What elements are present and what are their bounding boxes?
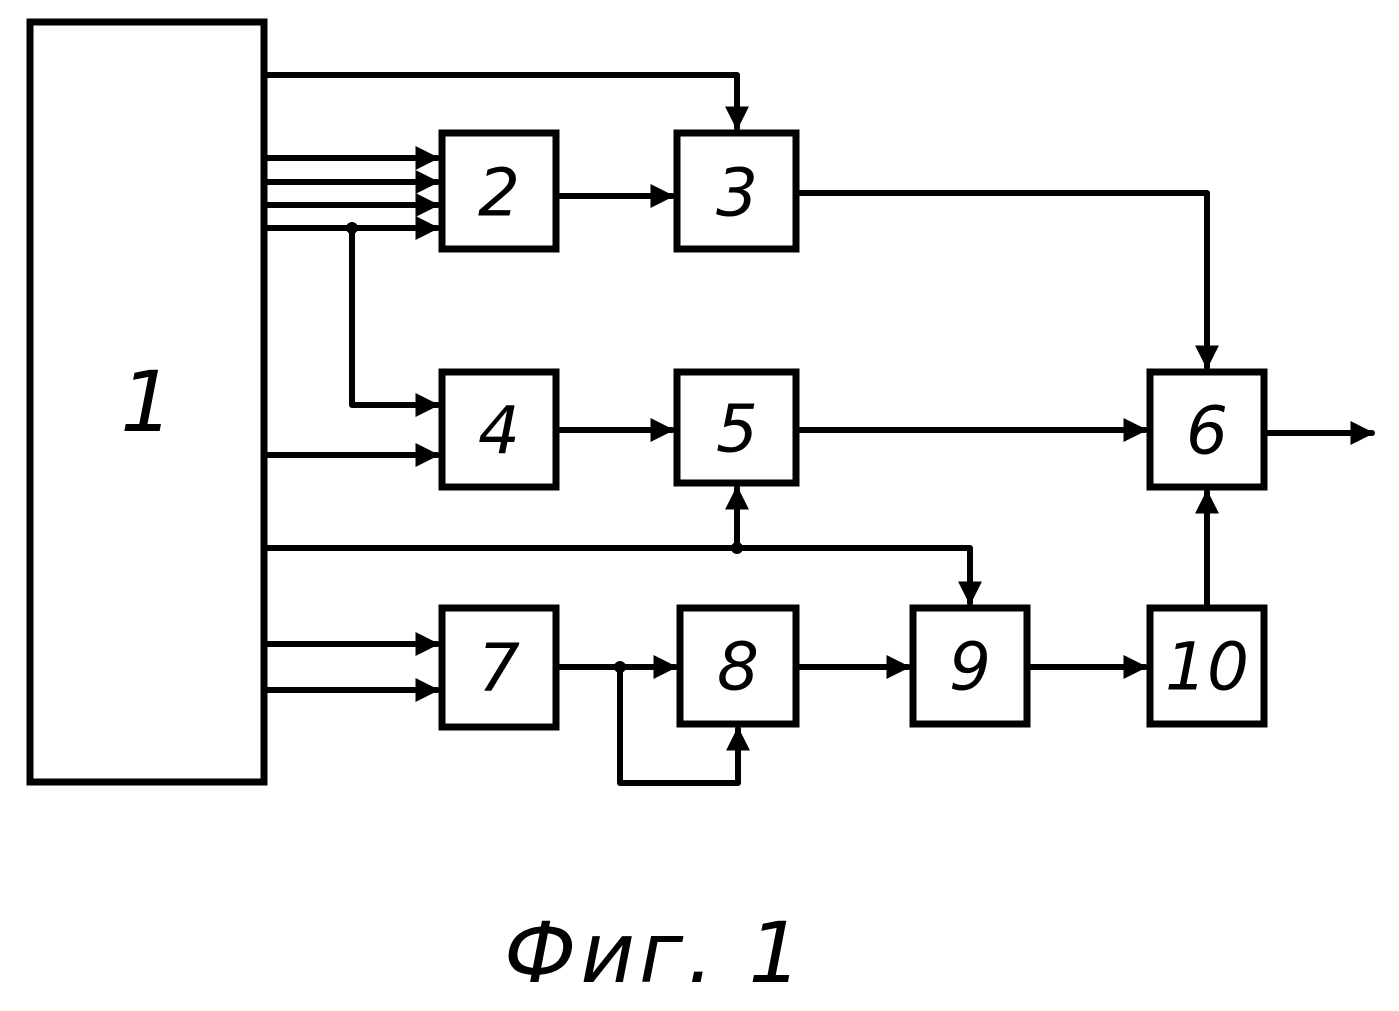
wire-1-to-3 bbox=[264, 75, 737, 128]
block-4-label: 4 bbox=[478, 393, 520, 470]
wire-1-to-9 bbox=[264, 548, 970, 603]
block-9-label: 9 bbox=[949, 629, 991, 706]
block-6-label: 6 bbox=[1186, 393, 1228, 470]
block-3-label: 3 bbox=[716, 155, 758, 232]
wire-branch-to-4 bbox=[352, 228, 437, 405]
wire-3-to-6 bbox=[796, 193, 1207, 367]
block-10-label: 10 bbox=[1165, 629, 1249, 706]
block-8-label: 8 bbox=[717, 629, 759, 706]
block-2-label: 2 bbox=[478, 155, 520, 232]
figure-caption: Фиг. 1 bbox=[504, 904, 806, 1002]
block-5-label: 5 bbox=[716, 391, 758, 468]
block-1-label: 1 bbox=[120, 353, 173, 451]
block-7-label: 7 bbox=[478, 630, 520, 707]
